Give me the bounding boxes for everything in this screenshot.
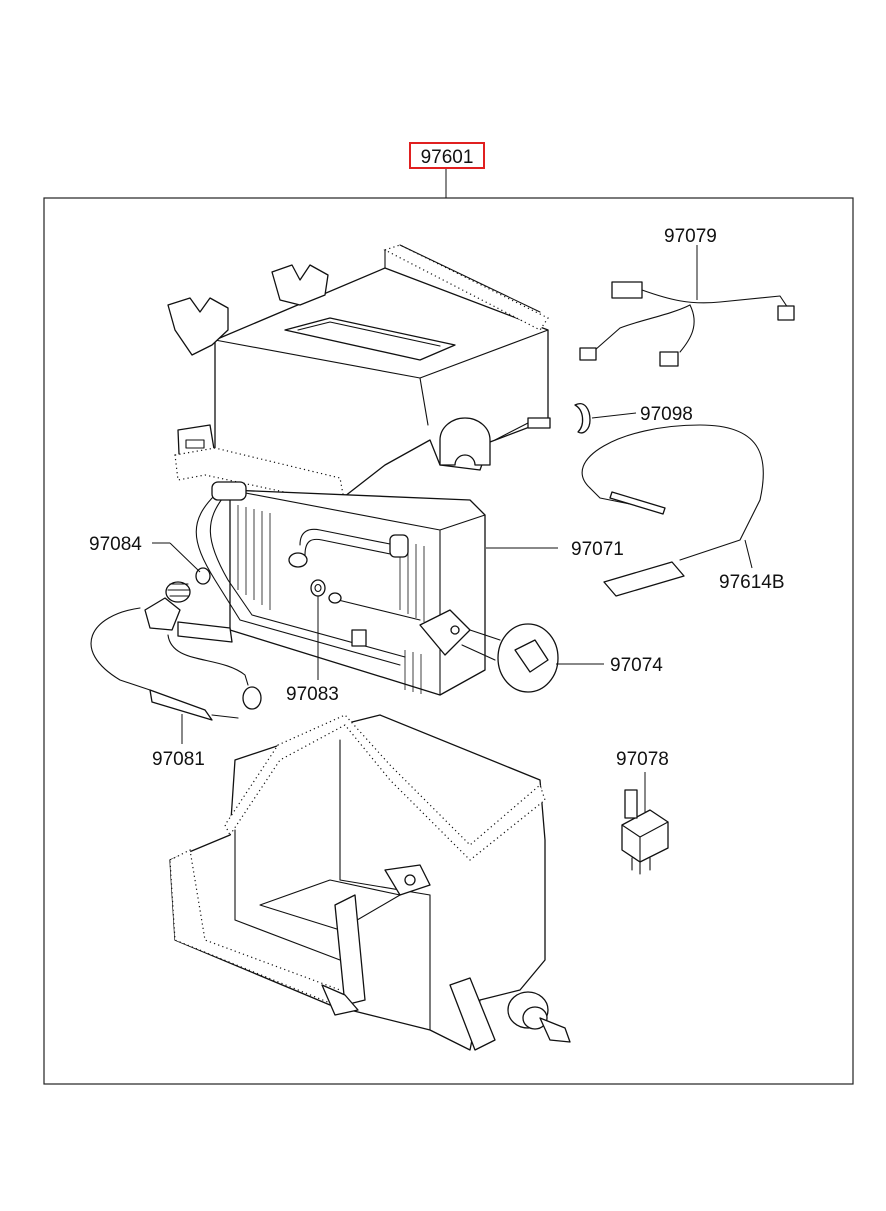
washer-97083	[310, 579, 326, 597]
relay-97078	[621, 789, 669, 875]
thermo-sensor-97081	[90, 581, 262, 721]
sensor-97614B	[581, 424, 764, 597]
callout-97074[interactable]: 97074	[610, 655, 663, 676]
callout-97084[interactable]: 97084	[89, 534, 142, 555]
callout-97079[interactable]: 97079	[664, 226, 717, 247]
callout-97083[interactable]: 97083	[286, 684, 339, 705]
callout-97098[interactable]: 97098	[640, 404, 693, 425]
harness-97079	[579, 281, 795, 367]
callout-97081[interactable]: 97081	[152, 749, 205, 770]
leader-97098	[591, 412, 637, 419]
upper-case	[167, 244, 551, 506]
evaporator-core	[195, 481, 501, 696]
leader-97614B	[744, 539, 753, 569]
lower-case	[169, 714, 571, 1051]
assembly-frame	[43, 197, 854, 1085]
assembly-part-number-box[interactable]	[409, 142, 485, 169]
seal-97074	[497, 623, 559, 693]
assembly-part-number[interactable]: 97601	[421, 147, 474, 168]
callout-97614B[interactable]: 97614B	[719, 572, 785, 593]
leader-97084-b	[169, 542, 201, 573]
callout-97071[interactable]: 97071	[571, 539, 624, 560]
clip-97098	[574, 403, 591, 434]
callout-97078[interactable]: 97078	[616, 749, 669, 770]
